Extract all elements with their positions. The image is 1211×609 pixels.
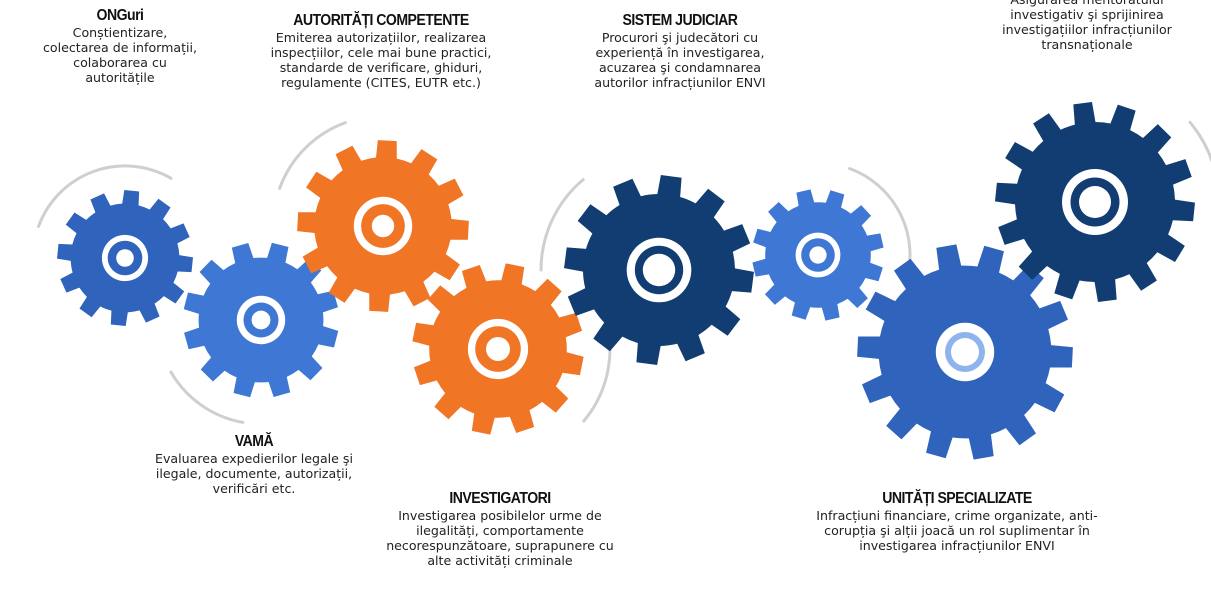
label-onguri-title: ONGuri: [96, 7, 144, 24]
label-sistem-judiciar-description: Procurori şi judecători cu experiență în…: [594, 30, 766, 90]
label-unitati-description: Infracțiuni financiare, crime organizate…: [816, 508, 1098, 553]
gear-investigatori-axle-hole: [486, 337, 510, 361]
label-autoritati-title: AUTORITĂȚI COMPETENTE: [293, 12, 469, 29]
gear-unitati: [857, 244, 1073, 460]
label-unitati-title: UNITĂȚI SPECIALIZATE: [882, 490, 1032, 507]
arrow-autoritati: [278, 121, 347, 190]
arrow-vama: [169, 370, 245, 424]
label-onguri-description: Conștientizare, colectarea de informații…: [42, 25, 198, 85]
label-vama: VAMĂ Evaluarea expedierilor legale şi il…: [140, 432, 368, 496]
label-sistem-judiciar: SISTEM JUDICIAR Procurori şi judecători …: [572, 11, 788, 90]
arrow-extra: [848, 167, 912, 273]
label-mentorat-description: Asigurarea mentoratului investigativ şi …: [1002, 0, 1172, 52]
gear-extra-axle-hole: [809, 246, 827, 264]
label-sistem-judiciar-title: SISTEM JUDICIAR: [622, 12, 738, 29]
arrow-mentorat: [1188, 120, 1211, 163]
gear-sistem-judiciar-axle-hole: [642, 253, 676, 287]
label-investigatori-description: Investigarea posibilelor urme de ilegali…: [386, 508, 614, 568]
gear-onguri: [57, 190, 193, 326]
label-vama-title: VAMĂ: [234, 433, 274, 450]
gear-unitati-axle-hole: [951, 338, 979, 366]
gear-autoritati-axle-hole: [371, 214, 395, 238]
label-mentorat: Asigurarea mentoratului investigativ şi …: [978, 0, 1196, 52]
gear-autoritati: [297, 140, 469, 312]
label-vama-description: Evaluarea expedierilor legale şi ilegale…: [155, 451, 353, 496]
gear-investigatori: [412, 263, 584, 435]
label-autoritati: AUTORITĂȚI COMPETENTE Emiterea autorizaț…: [250, 11, 512, 90]
gear-layer: [57, 102, 1195, 460]
gear-sistem-judiciar: [564, 175, 754, 365]
label-onguri: ONGuri Conștientizare, colectarea de inf…: [10, 6, 230, 85]
label-autoritati-description: Emiterea autorizațiilor, realizarea insp…: [270, 30, 492, 90]
label-investigatori: INVESTIGATORI Investigarea posibilelor u…: [385, 489, 615, 568]
gear-extra: [752, 189, 884, 321]
gear-onguri-axle-hole: [116, 249, 134, 267]
arrow-onguri: [37, 164, 173, 228]
gear-mentorat-axle-hole: [1079, 186, 1111, 218]
gear-vama: [183, 242, 339, 398]
gear-mentorat: [995, 102, 1195, 302]
gear-vama-axle-hole: [251, 310, 271, 330]
label-investigatori-title: INVESTIGATORI: [449, 490, 551, 507]
label-unitati: UNITĂȚI SPECIALIZATE Infracțiuni financi…: [812, 489, 1102, 553]
arrow-sistem: [539, 178, 585, 272]
